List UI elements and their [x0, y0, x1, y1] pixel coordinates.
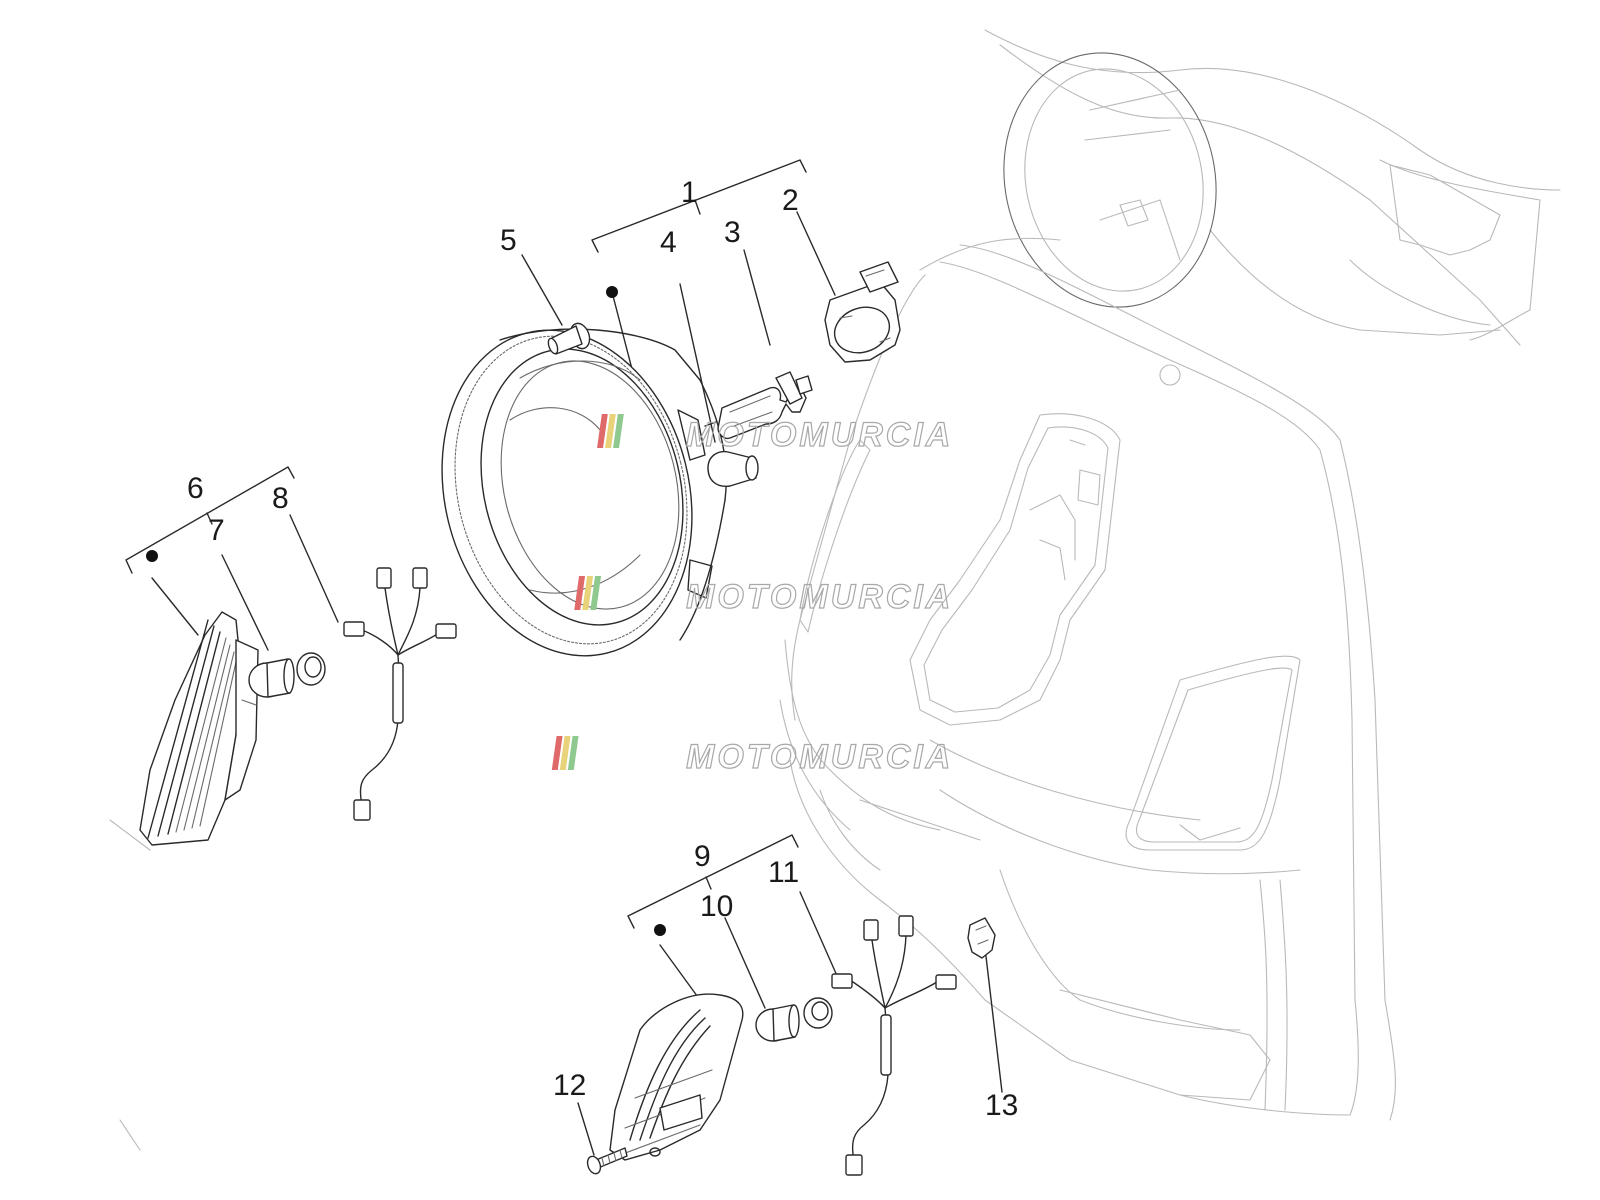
watermark-text: MOTOMURCIA [686, 578, 953, 616]
wiring-harness-icon [831, 915, 957, 1176]
bullet-dot [654, 924, 666, 936]
callout-number: 13 [985, 1089, 1018, 1122]
callout-number: 9 [694, 840, 711, 873]
headlight-icon [441, 328, 727, 657]
small-bulb-icon [707, 450, 759, 487]
watermark: MOTOMURCIA [551, 736, 953, 777]
bulb-holder-icon [824, 261, 901, 363]
callout-number: 10 [700, 890, 733, 923]
callout-number: 1 [681, 176, 698, 209]
clip-icon [967, 917, 996, 959]
watermark: MOTOMURCIA [597, 414, 953, 455]
callout-labels: 1 2 3 4 5 6 7 8 9 10 11 12 13 [187, 176, 1018, 1122]
halogen-bulb-icon [704, 371, 813, 440]
callout-number: 2 [782, 184, 799, 217]
wiring-harness-icon [343, 567, 457, 821]
callout-number: 7 [208, 514, 225, 547]
turn-signal-icon [139, 611, 259, 846]
callout-number: 4 [660, 226, 677, 259]
watermark-logo-icon [597, 414, 624, 448]
callout-number: 3 [724, 216, 741, 249]
callout-leader-lines [125, 159, 1003, 1156]
bulb-icon [755, 997, 833, 1042]
callout-number: 5 [500, 224, 517, 257]
watermark-text: MOTOMURCIA [686, 738, 953, 776]
bullet-dot [606, 286, 618, 298]
bullet-dots [146, 286, 666, 936]
scooter-body-outline [109, 29, 1561, 1151]
bulb-icon [248, 652, 326, 698]
bullet-dot [146, 550, 158, 562]
watermark-logo-icon [551, 736, 579, 770]
callout-number: 11 [768, 856, 799, 889]
screw-icon [547, 322, 591, 355]
callout-number: 6 [187, 472, 204, 505]
watermark: MOTOMURCIA [574, 576, 953, 617]
turn-signal-icon [609, 993, 744, 1161]
screw-icon [586, 1147, 628, 1175]
watermark-logo-icon [574, 576, 602, 610]
callout-number: 8 [272, 482, 289, 515]
watermark-text: MOTOMURCIA [686, 416, 953, 454]
callout-number: 12 [553, 1069, 586, 1102]
